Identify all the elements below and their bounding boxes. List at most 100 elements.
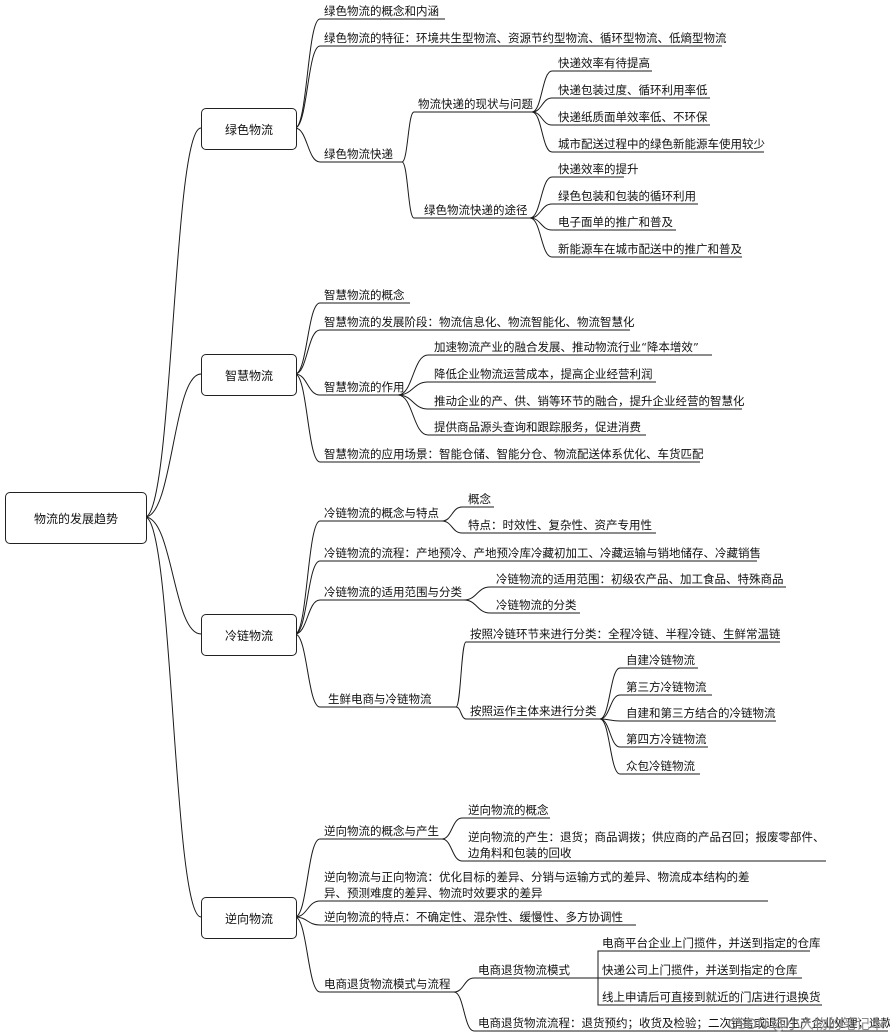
cold-scope-item: 冷链物流的适用范围：初级农产品、加工食品、特殊商品: [496, 572, 784, 586]
connector-line: [453, 991, 888, 1032]
green-status-item: 城市配送过程中的绿色新能源车使用较少: [558, 137, 765, 151]
connector-line: [397, 394, 646, 436]
green-path-item: 新能源车在城市配送中的推广和普及: [558, 242, 742, 256]
reverse-concept-item: 逆向物流的产生：退货；商品调拨；供应商的产品召回；报废零部件、边角料和包装的回收: [468, 830, 825, 860]
node-green-logistics[interactable]: 绿色物流: [201, 108, 297, 150]
node-smart-logistics[interactable]: 智慧物流: [201, 354, 297, 396]
connector-line: [294, 633, 456, 708]
connector-line: [294, 45, 722, 129]
green-express: 绿色物流快递: [324, 147, 393, 161]
green-path-item: 绿色包装和包装的循环利用: [558, 189, 696, 203]
reverse-vs: 逆向物流与正向物流：优化目标的差异、分销与运输方式的差异、物流成本结构的差异、预…: [324, 870, 750, 900]
cold-by-subject: 按照运作主体来进行分类: [470, 704, 597, 718]
node-reverse-logistics[interactable]: 逆向物流: [201, 897, 297, 939]
smart-stages: 智慧物流的发展阶段：物流信息化、物流智能化、物流智慧化: [324, 315, 635, 329]
cold-subject-item: 第四方冷链物流: [626, 732, 707, 746]
cold-scope: 冷链物流的适用范围与分类: [324, 585, 462, 599]
connector-line: [144, 516, 202, 635]
reverse-traits: 逆向物流的特点：不确定性、混杂性、缓慢性、多方协调性: [324, 910, 623, 924]
smart-concept: 智慧物流的概念: [324, 288, 405, 302]
reverse-concept-item: 逆向物流的概念: [468, 803, 549, 817]
root-label: 物流的发展趋势: [33, 511, 118, 526]
green-status-item: 快递纸质面单效率低、不环保: [558, 110, 708, 124]
connector-line: [144, 373, 202, 518]
cold-process: 冷链物流的流程：产地预冷、产地预冷库冷藏初加工、冷藏运输与销地储存、冷藏销售: [324, 546, 761, 560]
node-reverse-logistics-label: 逆向物流: [224, 911, 273, 926]
cold-subject-item: 自建冷链物流: [626, 653, 695, 667]
connector-line: [531, 97, 710, 113]
connector-line: [597, 950, 810, 978]
connector-line: [294, 900, 768, 918]
connector-line: [531, 70, 652, 113]
connector-line: [441, 817, 550, 840]
connector-line: [529, 217, 742, 258]
connector-line: [294, 302, 410, 375]
reverse-mode: 电商退货物流模式: [478, 963, 570, 977]
node-smart-logistics-label: 智慧物流: [224, 368, 273, 383]
connector-line: [144, 516, 202, 918]
watermark: CSDN @小人物的笔记本: [727, 1017, 884, 1033]
connector-line: [455, 706, 600, 720]
connector-line: [455, 641, 780, 708]
connector-line: [401, 161, 530, 219]
cold-subject-item: 自建和第三方结合的冷链物流: [626, 706, 776, 720]
connector-line: [599, 718, 776, 722]
green-status-item: 快递效率有待提高: [558, 56, 650, 70]
green-path-item: 快递效率的提升: [558, 162, 639, 176]
smart-role-item: 降低企业物流运营成本，提高企业经营利润: [434, 367, 653, 381]
connector-line: [529, 176, 624, 219]
smart-role: 智慧物流的作用: [324, 380, 405, 394]
connector-line: [144, 127, 202, 518]
reverse-mode-item: 线上申请后可直接到就近的门店进行退换货: [602, 990, 821, 1004]
cold-concept-item: 概念: [468, 492, 491, 506]
cold-concept: 冷链物流的概念与特点: [324, 506, 439, 520]
reverse-mode-item: 快递公司上门揽件，并送到指定的仓库: [602, 963, 798, 977]
connector-line: [294, 916, 454, 993]
connector-line: [531, 111, 764, 153]
root-node[interactable]: 物流的发展趋势: [5, 492, 147, 544]
reverse-mode-item: 电商平台企业上门揽件，并送到指定的仓库: [602, 936, 821, 950]
connector-line: [453, 977, 598, 993]
connector-line: [397, 394, 742, 410]
green-path-item: 电子面单的推广和普及: [558, 215, 673, 229]
connector-line: [463, 586, 786, 601]
connector-line: [294, 18, 445, 129]
green-status-item: 快递包装过度、循环利用率低: [558, 83, 708, 97]
reverse-concept: 逆向物流的概念与产生: [324, 824, 439, 838]
connector-line: [531, 111, 710, 126]
green-status: 物流快递的现状与问题: [418, 97, 533, 111]
connector-line: [599, 667, 698, 720]
green-features: 绿色物流的特征：环境共生型物流、资源节约型物流、循环型物流、低熵型物流: [324, 31, 727, 45]
smart-apps: 智慧物流的应用场景：智能仓储、智能分仓、物流配送体系优化、车货匹配: [324, 447, 704, 461]
connector-line: [294, 373, 398, 396]
connector-line: [294, 520, 442, 635]
connector-line: [529, 217, 676, 231]
cold-scope-item: 冷链物流的分类: [496, 598, 577, 612]
node-green-logistics-label: 绿色物流: [224, 122, 273, 137]
smart-role-item: 提供商品源头查询和跟踪服务，促进消费: [434, 420, 641, 434]
connector-line: [463, 599, 580, 614]
cold-by-link: 按照冷链环节来进行分类：全程冷链、半程冷链、生鲜常温链: [470, 627, 781, 641]
node-cold-chain[interactable]: 冷链物流: [201, 614, 297, 656]
cold-concept-item: 特点：时效性、复杂性、资产专用性: [468, 518, 652, 532]
connector-line: [599, 694, 712, 720]
connector-line: [397, 381, 656, 396]
connector-line: [294, 127, 402, 163]
connector-line: [441, 520, 656, 534]
connector-line: [401, 111, 532, 163]
node-cold-chain-label: 冷链物流: [224, 628, 273, 643]
connector-line: [294, 373, 700, 463]
cold-subject-item: 第三方冷链物流: [626, 680, 707, 694]
reverse-ecom: 电商退货物流模式与流程: [324, 977, 451, 991]
connector-line: [294, 916, 636, 926]
smart-role-item: 推动企业的产、供、销等环节的融合，提升企业经营的智慧化: [434, 394, 745, 408]
connector-line: [294, 329, 630, 375]
smart-role-item: 加速物流产业的融合发展、推动物流行业“降本增效”: [434, 340, 699, 354]
connector-line: [441, 838, 826, 862]
connector-line: [294, 838, 442, 918]
connector-line: [441, 506, 494, 522]
connector-line: [599, 718, 700, 775]
connector-line: [529, 203, 698, 219]
reverse-flow: 电商退货物流流程：退货预约；收货及检验；二次销售或退回生产企业处理；退款: [478, 1016, 890, 1030]
